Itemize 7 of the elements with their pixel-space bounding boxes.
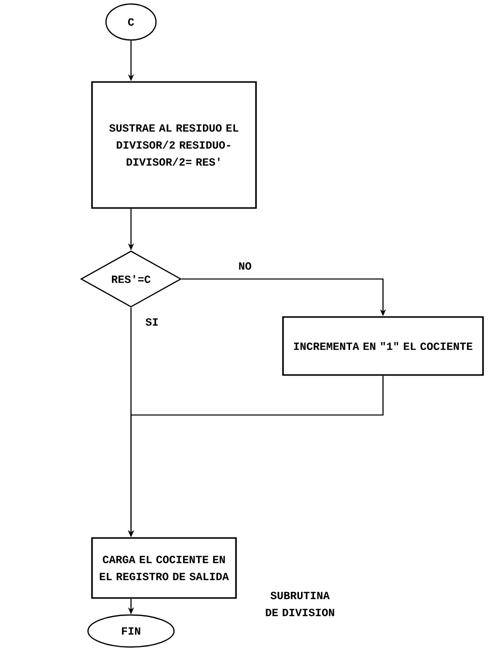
edge-label: SI bbox=[144, 317, 160, 327]
caption: SUBRUTINA DE DIVISION bbox=[266, 592, 334, 616]
process-box: SUSTRAE AL RESIDUO EL DIVISOR/2 RESIDUO-DIVISOR/2= RES' bbox=[91, 81, 257, 209]
process-box: CARGA EL COCIENTE EN EL REGISTRO DE SALIDA bbox=[91, 537, 237, 599]
process-box: INCREMENTA EN "1" EL COCIENTE bbox=[282, 316, 484, 376]
edge-label: NO bbox=[237, 261, 253, 271]
terminal-oval: FIN bbox=[87, 614, 175, 648]
